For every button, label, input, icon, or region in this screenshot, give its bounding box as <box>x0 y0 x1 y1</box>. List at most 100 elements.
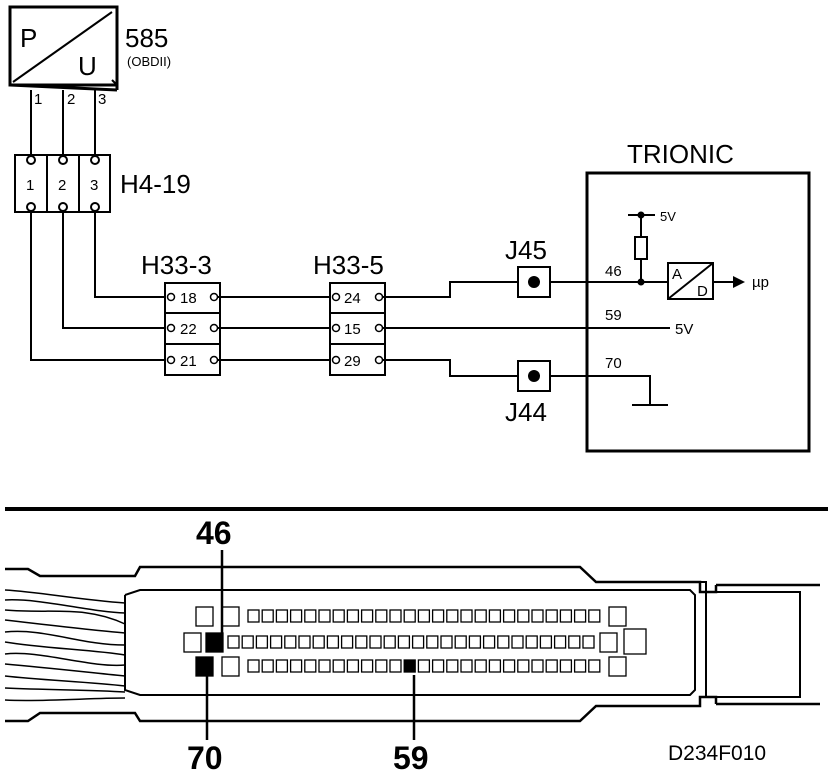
ecu-pin-70 <box>195 656 214 677</box>
connector-h4-19: 1 2 3 H4-19 <box>14 154 191 213</box>
ecu-connector-drawing <box>4 565 820 723</box>
h4-pin-2: 2 <box>58 177 66 194</box>
connector-h33-3: 18 22 21 H33-3 <box>141 250 221 376</box>
sensor-id: 585 <box>125 23 168 53</box>
ecu-pin-cell <box>502 659 516 673</box>
sensor-u-label: U <box>78 51 97 81</box>
ecu-pin-cell <box>261 609 274 623</box>
ecu-pin-59-label: 59 <box>393 740 429 776</box>
ecu-pin-cell <box>221 606 240 627</box>
ecu-pin-cell <box>360 609 374 623</box>
ecu-pin-cell <box>340 635 354 649</box>
ecu-pin-cell <box>241 635 254 649</box>
ecu-pin-cell <box>183 632 202 653</box>
ecu-pin-cell <box>221 656 240 677</box>
ecu-pin-cell <box>482 635 496 649</box>
ecu-pin-cell <box>298 635 311 649</box>
ecu-pin-cell <box>545 659 558 673</box>
ecu-pin-cell <box>403 609 416 623</box>
trionic-title: TRIONIC <box>627 139 734 169</box>
ecu-pin-cell <box>559 609 573 623</box>
ecu-pin-cell <box>411 635 425 649</box>
ecu-pin-cell <box>488 659 502 673</box>
ecu-pin-cell <box>431 609 445 623</box>
ecu-pin-cell <box>573 609 587 623</box>
h4-label: H4-19 <box>120 169 191 199</box>
ecu-pin-cell <box>318 659 331 673</box>
ecu-pin-cell <box>582 635 595 649</box>
ecu-pin-cell <box>608 606 627 627</box>
h33-5-pin-29: 29 <box>344 353 361 370</box>
h33-5-label: H33-5 <box>313 250 384 280</box>
ecu-pin-cell <box>332 609 345 623</box>
sensor-pin-1: 1 <box>34 91 42 108</box>
ecu-pin-cell <box>623 628 647 655</box>
ecu-pin-cell <box>426 635 439 649</box>
ecu-pin-cell <box>573 659 587 673</box>
h33-3-pin-18: 18 <box>180 290 197 307</box>
adc-d-label: D <box>697 283 708 300</box>
trionic-pin-46: 46 <box>605 263 622 280</box>
ecu-pin-cell <box>247 609 260 623</box>
connector-h33-5: 24 15 29 H33-5 <box>313 250 386 376</box>
ecu-pin-cell <box>460 659 473 673</box>
ecu-pin-cell <box>417 659 431 673</box>
ecu-pin-cell <box>261 659 274 673</box>
ecu-pin-cell <box>568 635 581 649</box>
ecu-pin-cell <box>397 635 411 649</box>
junction-j45: J45 <box>505 235 551 298</box>
ecu-pin-cell <box>289 609 303 623</box>
ecu-pin-cell <box>531 609 544 623</box>
pressure-sensor-585: P U 585 (OBDII) <box>8 5 171 92</box>
ecu-pin-cell <box>460 609 473 623</box>
j45-label: J45 <box>505 235 547 265</box>
ecu-pin-cell <box>360 659 374 673</box>
ecu-pin-cell <box>588 609 601 623</box>
ecu-pin-cell <box>497 635 510 649</box>
trionic-supply-label: 5V <box>660 209 676 224</box>
ecu-pin-cell <box>431 659 445 673</box>
ecu-pin-cell <box>227 635 240 649</box>
ecu-pin-cell <box>517 659 530 673</box>
h33-5-to-ecu-wires <box>383 281 670 406</box>
trionic-out-5v: 5V <box>675 321 693 338</box>
h4-to-h33-3-wires <box>30 212 165 361</box>
ecu-pin-cell <box>346 609 360 623</box>
sensor-p-label: P <box>20 23 37 53</box>
ecu-pin-cell <box>539 635 553 649</box>
sensor-wires <box>30 90 96 158</box>
j44-label: J44 <box>505 397 547 427</box>
trionic-ecu: TRIONIC 5V A D µp 46 59 5V 70 <box>585 139 811 453</box>
ecu-pin-cell <box>275 609 289 623</box>
sensor-sub: (OBDII) <box>127 54 171 69</box>
ecu-pin-cell <box>255 635 269 649</box>
ecu-pin-cell <box>474 609 487 623</box>
ecu-pin-cell <box>304 659 317 673</box>
ecu-pin-cell <box>608 656 627 677</box>
h33-5-pin-24: 24 <box>344 290 361 307</box>
ecu-pin-cell <box>355 635 368 649</box>
ecu-pin-cell <box>446 609 459 623</box>
ecu-pin-cell <box>304 609 317 623</box>
ecu-pin-cell <box>195 606 214 627</box>
ecu-pin-cell <box>417 609 431 623</box>
ecu-pin-cell <box>511 635 524 649</box>
ecu-pin-cell <box>326 635 340 649</box>
ecu-pin-cell <box>488 609 502 623</box>
h4-pin-1: 1 <box>26 177 34 194</box>
ecu-pin-cell <box>275 659 289 673</box>
sensor-pin-2: 2 <box>67 91 75 108</box>
ecu-pin-cell <box>389 659 402 673</box>
ecu-pin-cell <box>332 659 345 673</box>
ecu-pin-cell <box>247 659 260 673</box>
output-label: µp <box>752 274 769 291</box>
ecu-pin-cell <box>389 609 402 623</box>
ecu-pin-cell <box>468 635 482 649</box>
ecu-pin-cell <box>599 632 618 653</box>
h4-pin-3: 3 <box>90 177 98 194</box>
pin-leader-lines <box>205 550 416 740</box>
ecu-pin-cell <box>446 659 459 673</box>
ecu-pin-cell <box>289 659 303 673</box>
ecu-pin-cell <box>346 659 360 673</box>
ecu-pin-cell <box>440 635 453 649</box>
